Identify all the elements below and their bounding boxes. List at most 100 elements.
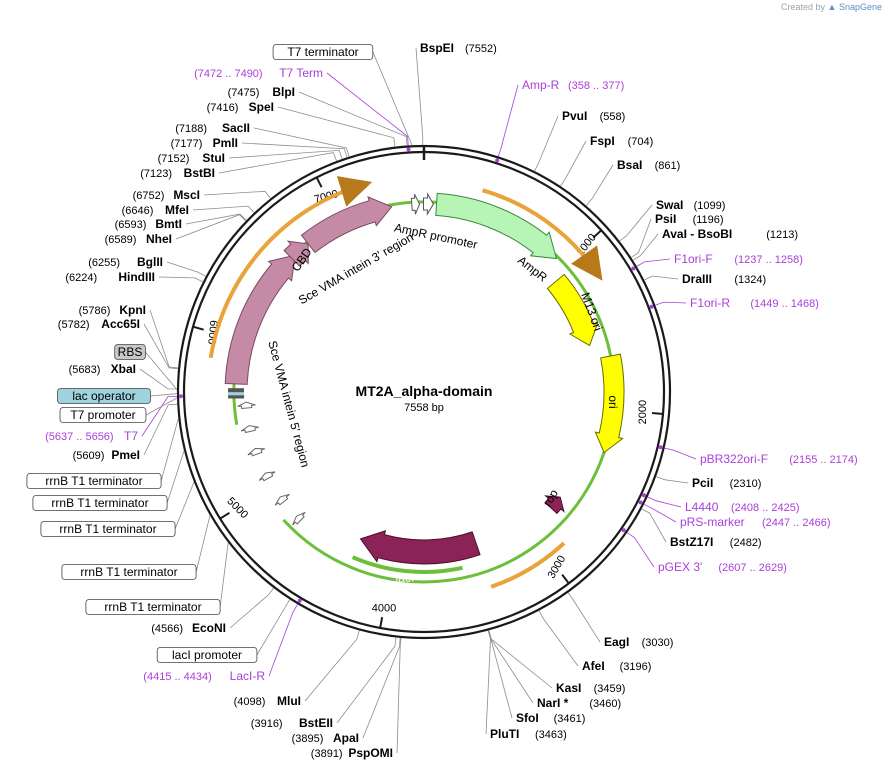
site-sfoi[interactable]: SfoI(3461) [516, 711, 585, 725]
feature-box-rrnb-t1-terminator[interactable]: rrnB T1 terminator [26, 473, 162, 489]
leader-line [655, 301, 687, 306]
site-name: AvaI - BsoBI [662, 227, 732, 241]
leader-line [632, 233, 659, 261]
site-bsai[interactable]: BsaI(861) [617, 158, 680, 172]
site-draiii[interactable]: DraIII(1324) [682, 272, 766, 286]
leader-line [415, 47, 424, 146]
site-mfei[interactable]: MfeI(6646) [122, 203, 189, 217]
site-msci[interactable]: MscI(6752) [133, 188, 200, 202]
primer-laci-r[interactable]: LacI-R(4415 .. 4434) [143, 669, 265, 683]
site-bglii[interactable]: BglII(6255) [88, 255, 163, 269]
site-position: (3030) [642, 637, 674, 649]
site-bsteii[interactable]: BstEII(3916) [251, 716, 333, 730]
site-pmli[interactable]: PmlI(7177) [171, 136, 238, 150]
leader-line [560, 140, 587, 187]
primer-t7[interactable]: T7(5637 .. 5656) [45, 429, 138, 443]
feature-box-label: rrnB T1 terminator [59, 522, 156, 536]
green-arc-laci [351, 555, 463, 574]
site-position: (3461) [554, 713, 586, 725]
site-swai[interactable]: SwaI(1099) [656, 198, 725, 212]
primer-f1ori-f[interactable]: F1ori-F (1237 .. 1258) [674, 252, 803, 266]
site-pcii[interactable]: PciI(2310) [692, 476, 761, 490]
primer-range: (1237 .. 1258) [734, 254, 803, 266]
primer-name: LacI-R [230, 669, 266, 683]
leader-line [166, 261, 206, 277]
site-position: (7152) [158, 153, 190, 165]
site-nhei[interactable]: NheI(6589) [105, 232, 172, 246]
site-name: ApaI [333, 731, 359, 745]
tick-7000 [315, 176, 323, 188]
feature-box-rrnb-t1-terminator[interactable]: rrnB T1 terminator [40, 521, 176, 537]
site-position: (3459) [594, 683, 626, 695]
primer-range: (358 .. 377) [568, 80, 624, 92]
feature-box-rrnb-t1-terminator[interactable]: rrnB T1 terminator [32, 495, 168, 511]
primer-t7-term[interactable]: T7 Term(7472 .. 7490) [194, 66, 323, 80]
primer-l4440[interactable]: L4440(2408 .. 2425) [685, 500, 800, 514]
site-avai-bsobi[interactable]: AvaI - BsoBI(1213) [662, 227, 798, 241]
site-name: NheI [146, 232, 172, 246]
primer-amp-r[interactable]: Amp-R(358 .. 377) [522, 78, 624, 92]
site-name: PluTI [490, 727, 519, 741]
site-hindiii[interactable]: HindIII(6224) [65, 270, 155, 284]
leader-line [641, 508, 667, 543]
feature-box-frame [32, 495, 168, 511]
site-bstbi[interactable]: BstBI(7123) [140, 166, 215, 180]
site-blpi[interactable]: BlpI(7475) [228, 85, 295, 99]
tick-label-2000: 2000 [637, 400, 649, 424]
site-xbai[interactable]: XbaI(5683) [69, 362, 136, 376]
site-bmti[interactable]: BmtI(6593) [115, 217, 182, 231]
primer-pgex-3[interactable]: pGEX 3'(2607 .. 2629) [658, 560, 787, 574]
leader-line [268, 603, 298, 677]
site-nari[interactable]: NarI *(3460) [537, 696, 621, 710]
laci-arrow [359, 530, 481, 565]
site-sacii[interactable]: SacII(7188) [175, 121, 250, 135]
site-name: KpnI [119, 303, 146, 317]
primer-pbr322ori-f[interactable]: pBR322ori-F(2155 .. 2174) [700, 452, 858, 466]
site-econi[interactable]: EcoNI(4566) [151, 621, 226, 635]
tick-label-5000: 5000 [224, 495, 250, 521]
feature-box-laci-promoter[interactable]: lacI promoter [156, 647, 258, 663]
site-bspei[interactable]: BspEI(7552) [420, 41, 497, 55]
feature-box-lac-operator[interactable]: lac operator [57, 388, 151, 404]
site-acc65i[interactable]: Acc65I(5782) [58, 317, 140, 331]
site-name: FspI [590, 134, 615, 148]
leader-line [166, 450, 185, 504]
site-pmei[interactable]: PmeI(5609) [73, 448, 140, 462]
site-apai[interactable]: ApaI(3895) [292, 731, 359, 745]
site-position: (7416) [207, 102, 239, 114]
site-eagi[interactable]: EagI(3030) [604, 635, 673, 649]
feature-box-t7-promoter[interactable]: T7 promoter [59, 407, 147, 423]
primer-mark [297, 598, 302, 603]
site-name: BstZ17I [670, 535, 713, 549]
leader-line [567, 592, 601, 643]
site-pluti[interactable]: PluTI(3463) [490, 727, 567, 741]
feature-box-rrnb-t1-terminator[interactable]: rrnB T1 terminator [85, 599, 221, 615]
site-kpni[interactable]: KpnI(5786) [79, 303, 146, 317]
site-name: NarI * [537, 696, 569, 710]
leader-line [143, 323, 179, 370]
site-afei[interactable]: AfeI(3196) [582, 659, 651, 673]
site-pvui[interactable]: PvuI(558) [562, 109, 625, 123]
primer-prs-marker[interactable]: pRS-marker(2447 .. 2466) [680, 515, 831, 529]
primer-f1ori-r[interactable]: F1ori-R(1449 .. 1468) [690, 296, 819, 310]
rop-arrow [544, 495, 565, 515]
site-bstz17i[interactable]: BstZ17I(2482) [670, 535, 762, 549]
site-psii[interactable]: PsiI(1196) [655, 212, 724, 226]
primer-name: F1ori-R [690, 296, 730, 310]
feature-box-rrnb-t1-terminator[interactable]: rrnB T1 terminator [61, 564, 197, 580]
site-fspi[interactable]: FspI(704) [590, 134, 653, 148]
site-kasi[interactable]: KasI (3459) [556, 681, 625, 695]
site-name: BstBI [184, 166, 215, 180]
ampr-promoter-arrow-2 [423, 192, 434, 216]
primer-name: F1ori-F [674, 252, 713, 266]
feature-box-t7-terminator[interactable]: T7 terminator [272, 44, 374, 60]
leader-line [630, 218, 652, 258]
site-spei[interactable]: SpeI(7416) [207, 100, 274, 114]
site-pspomi[interactable]: PspOMI(3891) [311, 746, 393, 760]
site-name: KasI [556, 681, 581, 695]
leader-line [175, 214, 247, 240]
site-position: (5609) [73, 450, 105, 462]
feature-box-rbs[interactable]: RBS [114, 344, 146, 360]
site-stui[interactable]: StuI(7152) [158, 151, 225, 165]
site-mlui[interactable]: MluI(4098) [234, 694, 301, 708]
